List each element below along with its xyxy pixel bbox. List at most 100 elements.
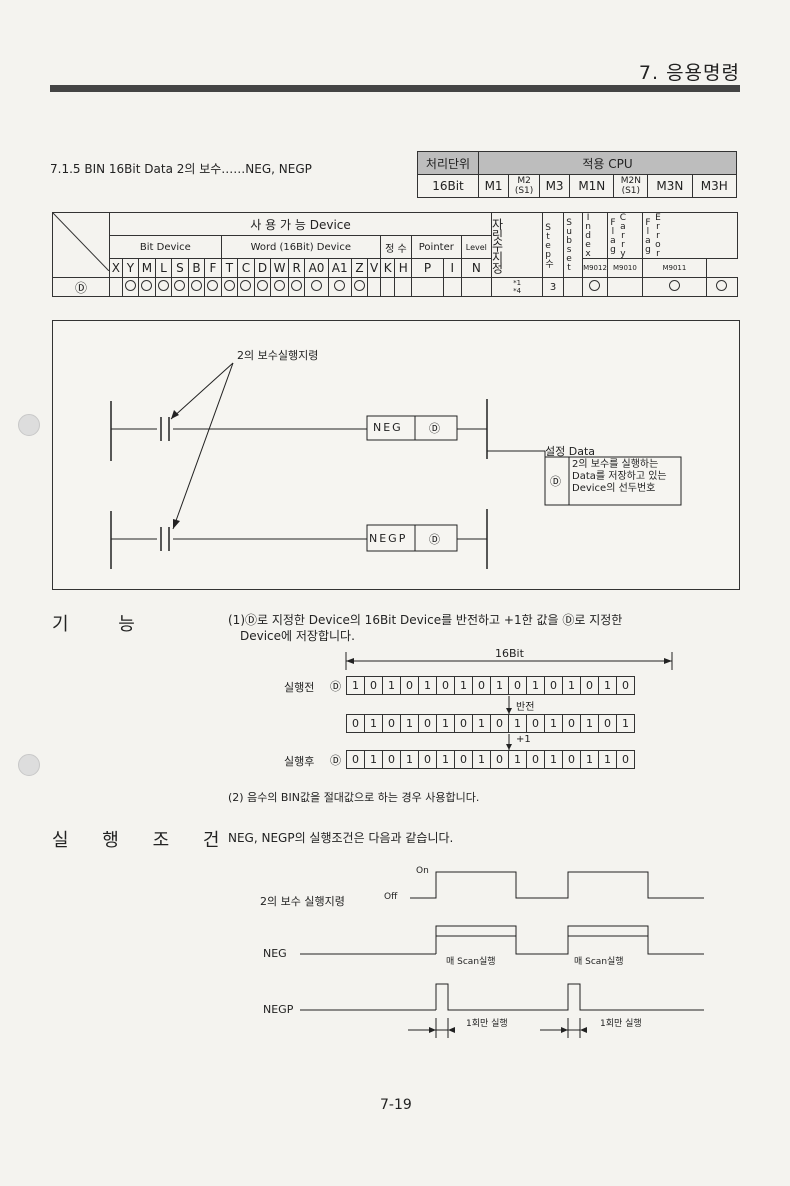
bit-device-label: Bit Device [109,235,222,259]
cpu-0: M1 [477,174,510,198]
device-table: 사 용 가 능 Device 자릿수지정 Step수 Subset Index … [52,212,739,297]
usable-mark [354,280,365,291]
function-line1: (1)Ⓓ로 지정한 Device의 16Bit Device를 반전하고 +1한… [228,613,623,627]
usage-v [367,277,381,297]
device-col-m: M [138,258,156,278]
pointer-label: Pointer [410,235,462,259]
bit-arrows [345,652,673,750]
function-line3: (2) 음수의 BIN값을 절대값으로 하는 경우 사용합니다. [228,791,480,804]
after-label: 실행후 [284,755,315,768]
device-col-a0: A0 [304,258,329,278]
subset-label: Subset [564,218,575,272]
carry-label: Carry Flag [607,213,628,258]
device-col-v: V [367,258,381,278]
usage-h [394,277,412,297]
usable-mark [141,280,153,291]
flag-m9012: M9012 [582,258,608,278]
usage-d [253,277,272,297]
const-label: 정 수 [379,235,412,259]
bit-cell: 1 [490,676,509,695]
bit-cell: 0 [526,750,545,769]
bit-cell: 0 [526,714,545,733]
device-col-t: T [220,258,239,278]
usage-i [442,277,462,297]
command-label: 2의 보수실행지령 [237,349,319,362]
chapter-title: 7. 응용명령 [638,62,740,84]
usage-s [171,277,189,297]
bit-cell: 0 [616,750,635,769]
page-number: 7-19 [380,1097,412,1113]
neg-operand: Ⓓ [429,422,440,435]
usable-mark [240,280,252,291]
bit-cell: 0 [454,714,473,733]
usage-y [121,277,140,297]
usable-mark [274,280,286,291]
bit-cell: 1 [436,750,455,769]
once-label-1: 1회만 실행 [466,1019,508,1029]
usage-subset [563,277,584,297]
cpu-3: M1N [569,174,615,198]
neg-timing-label: NEG [263,947,287,960]
device-col-l: L [154,258,173,278]
usage-b [187,277,206,297]
usage-carry [606,277,643,297]
bit-cell: 0 [382,750,401,769]
on-label: On [416,866,429,876]
device-col-h: H [394,258,412,278]
bit-cell: 1 [508,714,527,733]
bit-cell: 1 [400,750,419,769]
bit-cell: 1 [418,676,437,695]
usage-m [138,277,156,297]
cpu-1: M2 (S1) [508,174,540,198]
function-heading: 기 능 [52,614,157,635]
bit-cell: 0 [346,714,365,733]
bit-cell: 0 [562,750,581,769]
step-label: Step수 [543,223,554,267]
device-col-x: X [109,258,123,278]
bit-cell: 1 [382,676,401,695]
cmd-label: 2의 보수 실행지령 [260,895,345,908]
condition-heading: 실 행 조 건 [52,830,234,851]
device-col-c: C [237,258,255,278]
usage-digit: *1 *4 [491,277,544,297]
bit-cell: 0 [436,676,455,695]
usage-a0 [304,277,329,297]
usable-mark [157,280,169,291]
bit-cell: 1 [616,714,635,733]
plus1-label: +1 [516,734,531,745]
device-col-s: S [171,258,189,278]
usable-mark [716,280,728,291]
set-data-operand: Ⓓ [550,475,561,488]
bit-cell: 1 [580,750,599,769]
bit-cell: 1 [400,714,419,733]
error-label: Error Flag [642,213,663,258]
cpu-6: M3H [691,174,738,198]
negp-operand: Ⓓ [429,533,440,546]
bit-cell: 0 [454,750,473,769]
device-col-p: P [410,258,444,278]
usage-step: 3 [542,277,565,297]
usable-mark [207,280,219,291]
usage-a1 [327,277,352,297]
neg-instr: NEG [373,421,403,434]
usage-f [204,277,222,297]
set-data-desc: 2의 보수를 실행하는 Data를 저장하고 있는 Device의 선두번호 [572,459,667,494]
scan-label-2: 매 Scan실행 [574,957,624,967]
bit-cell: 1 [544,714,563,733]
cpu-5: M3N [647,174,693,198]
bit-cell: 1 [454,676,473,695]
bit-cell: 0 [400,676,419,695]
usage-r [287,277,306,297]
set-data-label: 설정 Data [545,445,596,458]
bit-cell: 0 [490,750,509,769]
flag-m9011: M9011 [641,258,707,278]
usable-mark [223,280,235,291]
usage-z [350,277,369,297]
device-col-z: Z [350,258,369,278]
usable-mark [291,280,303,291]
index-label: Index [583,213,594,258]
usage-index [582,277,608,297]
bit-cell: 1 [598,750,617,769]
